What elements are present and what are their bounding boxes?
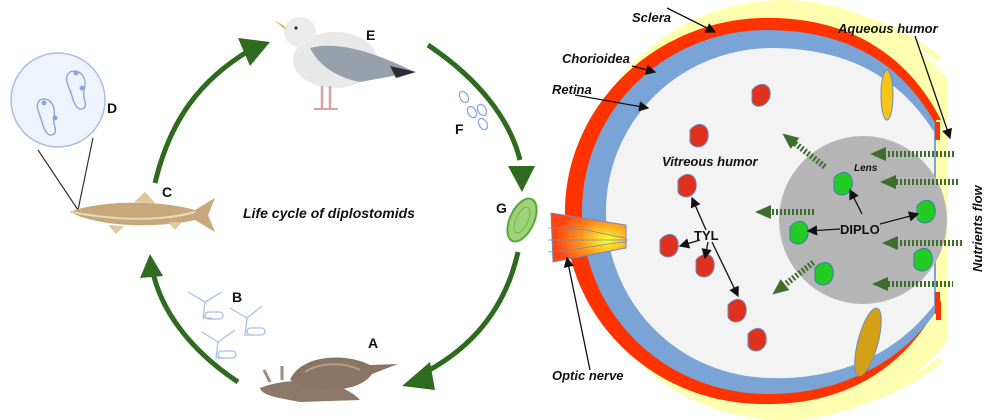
tyl-parasite (689, 123, 709, 148)
fish-illustration (70, 192, 215, 234)
label-optic-nerve: Optic nerve (552, 368, 624, 383)
snail-illustration (260, 357, 398, 402)
diplo-parasite (916, 199, 936, 224)
stage-label-c: C (162, 184, 172, 200)
diplo-parasite (913, 247, 933, 272)
cycle-title: Life cycle of diplostomids (243, 205, 415, 221)
stage-label-b: B (232, 289, 242, 305)
label-aqueous-humor: Aqueous humor (837, 21, 939, 36)
label-vitreous-humor: Vitreous humor (662, 154, 759, 169)
label-tyl: TYL (694, 228, 719, 243)
eggs-illustration (458, 90, 489, 131)
cercariae-illustration (187, 291, 266, 359)
tyl-parasite (659, 233, 679, 258)
label-diplo: DIPLO (840, 222, 880, 237)
label-nutrients-flow: Nutrients flow (970, 184, 985, 272)
arrowhead-to-a (402, 362, 435, 390)
eye-cross-section: Sclera Chorioidea Retina Aqueous humor V… (547, 0, 985, 420)
tyl-parasites (659, 83, 771, 352)
gull-illustration (274, 17, 416, 110)
diplo-parasite (833, 171, 853, 196)
label-chorioidea: Chorioidea (562, 51, 630, 66)
stage-label-g: G (496, 200, 507, 216)
label-sclera: Sclera (632, 10, 671, 25)
arrowhead-to-c (140, 254, 163, 278)
label-retina: Retina (552, 82, 592, 97)
stage-label-e: E (366, 27, 375, 43)
tyl-parasite (751, 83, 771, 107)
tyl-parasite (747, 327, 767, 352)
cycle-arrow-a-to-c (149, 267, 240, 385)
stage-label-d: D (107, 100, 117, 116)
arrowhead-to-e (238, 38, 270, 66)
cycle-arrow-g-to-a (418, 251, 521, 378)
diplo-parasite (814, 261, 834, 286)
metacercaria-magnifier (10, 52, 106, 211)
arrowhead-to-g (508, 166, 535, 192)
lens (779, 136, 947, 304)
stage-label-a: A (368, 335, 378, 351)
miracidium-illustration (506, 197, 538, 243)
diplo-parasites (789, 171, 936, 286)
stage-label-f: F (455, 121, 464, 137)
life-cycle-panel: E F G Life cycle of diplostomids (10, 17, 538, 402)
tyl-parasite (727, 298, 747, 323)
cycle-arrow-c-to-e (152, 47, 252, 184)
tyl-parasite (677, 173, 697, 198)
pointer-arrows (563, 7, 952, 371)
cycle-arrow-e-to-g (426, 42, 523, 161)
diplo-parasite (789, 220, 809, 245)
label-lens: Lens (854, 163, 878, 174)
nutrient-flow-arrows (755, 133, 962, 295)
